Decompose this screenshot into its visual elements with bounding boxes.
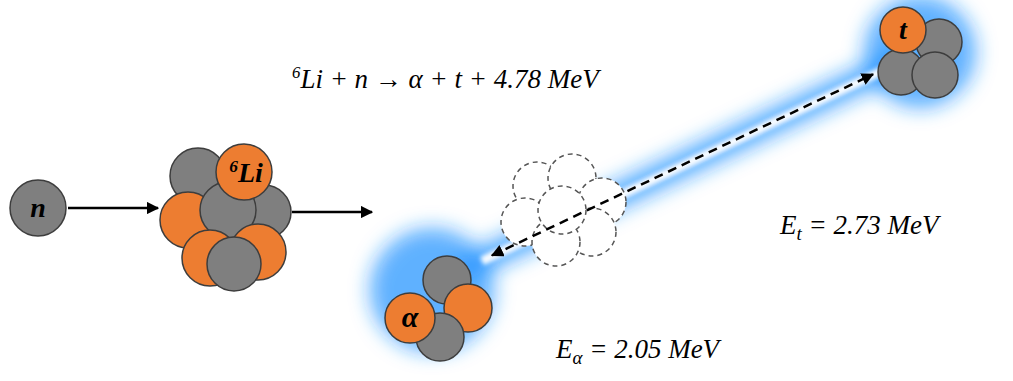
particle-label: 6Li <box>229 159 263 187</box>
superscript: 6 <box>229 157 238 176</box>
particle-label: t <box>899 16 907 44</box>
label-holder: Eα = 2.05 MeV <box>556 336 719 363</box>
ghost-nucleus <box>501 154 626 266</box>
nucleon-circle <box>216 144 272 200</box>
text-run: E <box>780 210 797 240</box>
particle-node: 6Li <box>158 140 292 292</box>
text-run: = 2.05 MeV <box>582 334 719 364</box>
label-holder: 6Li + n → α + t + 4.78 MeV <box>292 66 599 93</box>
text-holder: t <box>899 16 907 44</box>
nucleon-circle <box>880 7 926 53</box>
nucleon-cluster <box>873 4 967 100</box>
text-holder: 6Li <box>229 159 263 187</box>
text-run: = 2.73 MeV <box>802 210 939 240</box>
nucleon-circle <box>385 293 435 343</box>
subscript: t <box>797 223 802 244</box>
particle-node: t <box>873 4 967 100</box>
particle-node: n <box>8 178 68 238</box>
reaction-arrow <box>292 211 372 214</box>
particle-label: n <box>30 194 46 222</box>
nucleon-circle <box>912 52 958 98</box>
subscript: α <box>573 347 583 368</box>
text-run: E <box>556 334 573 364</box>
superscript: 6 <box>292 63 300 82</box>
blue-glow <box>370 0 976 352</box>
label-holder: Et = 2.73 MeV <box>780 212 938 239</box>
nucleon-circle <box>10 180 66 236</box>
text-run: Li <box>238 157 263 188</box>
text-holder: n <box>30 194 46 222</box>
particle-label: α <box>402 302 419 332</box>
nucleon-cluster <box>158 140 292 292</box>
energy-label: Et = 2.73 MeV <box>780 212 938 239</box>
reaction-equation: 6Li + n → α + t + 4.78 MeV <box>292 66 599 93</box>
energy-label: Eα = 2.05 MeV <box>556 336 719 363</box>
particle-node: α <box>372 205 492 363</box>
text-run: Li + n → α + t + 4.78 MeV <box>300 64 598 94</box>
reaction-arrow <box>68 207 158 210</box>
nucleon-circle <box>207 237 261 291</box>
nucleon-cluster <box>372 205 492 363</box>
text-holder: α <box>402 302 419 332</box>
